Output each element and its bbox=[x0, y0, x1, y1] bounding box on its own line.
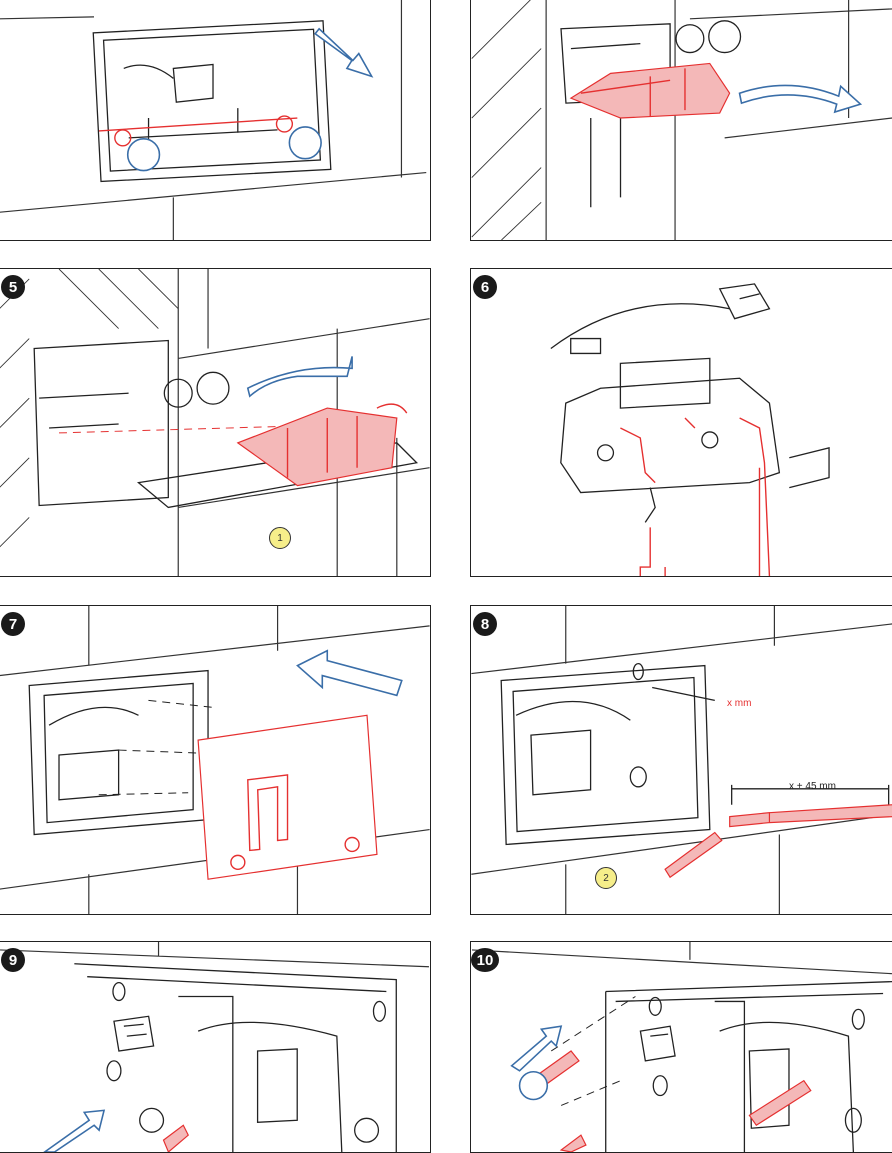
screw-icon bbox=[372, 1000, 387, 1022]
step-4-illustration bbox=[471, 0, 892, 240]
screw-icon bbox=[652, 1075, 668, 1097]
step-number: 5 bbox=[1, 275, 25, 299]
push-in-arrow-icon bbox=[510, 1025, 563, 1072]
screw-icon bbox=[629, 766, 647, 788]
push-in-arrow-icon bbox=[296, 649, 403, 697]
push-in-arrow-icon bbox=[43, 1109, 106, 1152]
wall-plug-icon bbox=[664, 831, 723, 879]
step-7-illustration bbox=[0, 606, 430, 914]
step-panel-8: 8 x mm x + 45 mm 2 bbox=[470, 605, 892, 915]
screw-icon bbox=[844, 1107, 862, 1133]
step-6-illustration bbox=[550, 283, 830, 576]
push-in-arrow-icon bbox=[246, 356, 353, 398]
step-8-illustration bbox=[471, 606, 892, 914]
step-number: 6 bbox=[473, 275, 497, 299]
step-panel-7: 7 bbox=[0, 605, 431, 915]
dimension-x-plus-45: x + 45 mm bbox=[789, 781, 836, 792]
step-panel-5: 5 1 bbox=[0, 268, 431, 577]
screw-icon bbox=[648, 996, 662, 1016]
rotate-arrow-icon bbox=[126, 138, 161, 172]
screw-icon bbox=[139, 1107, 165, 1133]
step-10-illustration bbox=[471, 942, 892, 1152]
step-panel-10: 10 bbox=[470, 941, 892, 1153]
screw-icon bbox=[851, 1008, 865, 1030]
step-panel-9: 9 bbox=[0, 941, 431, 1153]
step-3-illustration bbox=[0, 0, 427, 240]
step-number: 10 bbox=[471, 948, 499, 972]
rotate-arrow-icon bbox=[518, 1070, 549, 1101]
step-9-illustration bbox=[0, 942, 429, 1152]
callout-marker: 1 bbox=[269, 527, 291, 549]
screw-icon bbox=[632, 662, 644, 681]
pull-out-arrow-icon bbox=[738, 84, 863, 114]
step-panel-6: 6 bbox=[470, 268, 892, 577]
step-number: 8 bbox=[473, 612, 497, 636]
dimension-x: x mm bbox=[727, 698, 752, 709]
step-number: 9 bbox=[1, 948, 25, 972]
screw-icon bbox=[354, 1117, 380, 1143]
screw-icon bbox=[112, 981, 126, 1002]
screw-icon bbox=[106, 1060, 122, 1082]
rotate-arrow-icon bbox=[288, 126, 322, 160]
step-5-illustration bbox=[0, 269, 430, 576]
step-number: 7 bbox=[1, 612, 25, 636]
step-panel-4 bbox=[470, 0, 892, 241]
step-panel-3 bbox=[0, 0, 431, 241]
callout-marker: 2 bbox=[595, 867, 617, 889]
pull-out-arrow-icon bbox=[314, 27, 374, 78]
